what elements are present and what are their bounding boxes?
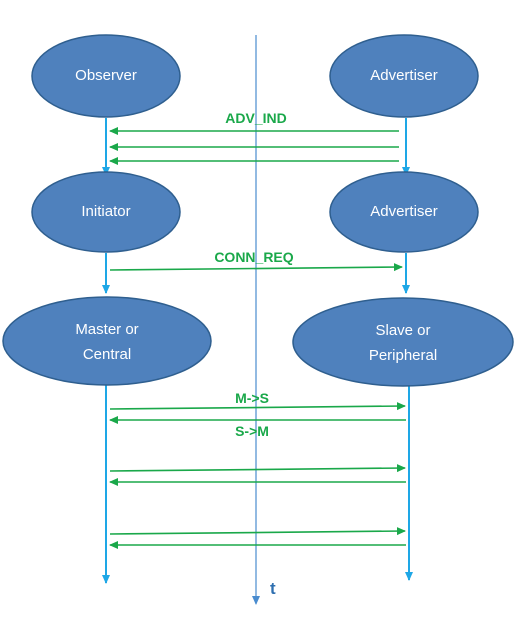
slave-label-line2: Peripheral bbox=[369, 347, 437, 364]
initiator-label: Initiator bbox=[81, 203, 130, 220]
s-to-m-label: S->M bbox=[235, 423, 269, 439]
observer-label: Observer bbox=[75, 67, 137, 84]
advertiser-mid-label: Advertiser bbox=[370, 203, 438, 220]
m-to-s-arrow-1 bbox=[109, 402, 406, 411]
m-to-s-arrow-2 bbox=[109, 464, 406, 473]
conn-req-arrow bbox=[109, 263, 403, 272]
master-label-line1: Master or bbox=[75, 321, 138, 338]
advertiser-node-mid: Advertiser bbox=[329, 171, 479, 253]
time-axis-label: t bbox=[270, 579, 276, 598]
messages bbox=[109, 127, 406, 549]
slave-node: Slave or Peripheral bbox=[292, 297, 514, 387]
master-label-line2: Central bbox=[83, 346, 131, 363]
slave-label-line1: Slave or bbox=[375, 322, 430, 339]
initiator-node: Initiator bbox=[31, 171, 181, 253]
advertiser-node-top: Advertiser bbox=[329, 34, 479, 118]
conn-req-label: CONN_REQ bbox=[214, 249, 293, 265]
lifelines bbox=[102, 118, 413, 584]
observer-node: Observer bbox=[31, 34, 181, 118]
m-to-s-arrow-3 bbox=[109, 527, 406, 536]
adv-ind-label: ADV_IND bbox=[225, 110, 286, 126]
advertiser-top-label: Advertiser bbox=[370, 67, 438, 84]
m-to-s-label: M->S bbox=[235, 390, 269, 406]
master-node: Master or Central bbox=[2, 296, 212, 386]
